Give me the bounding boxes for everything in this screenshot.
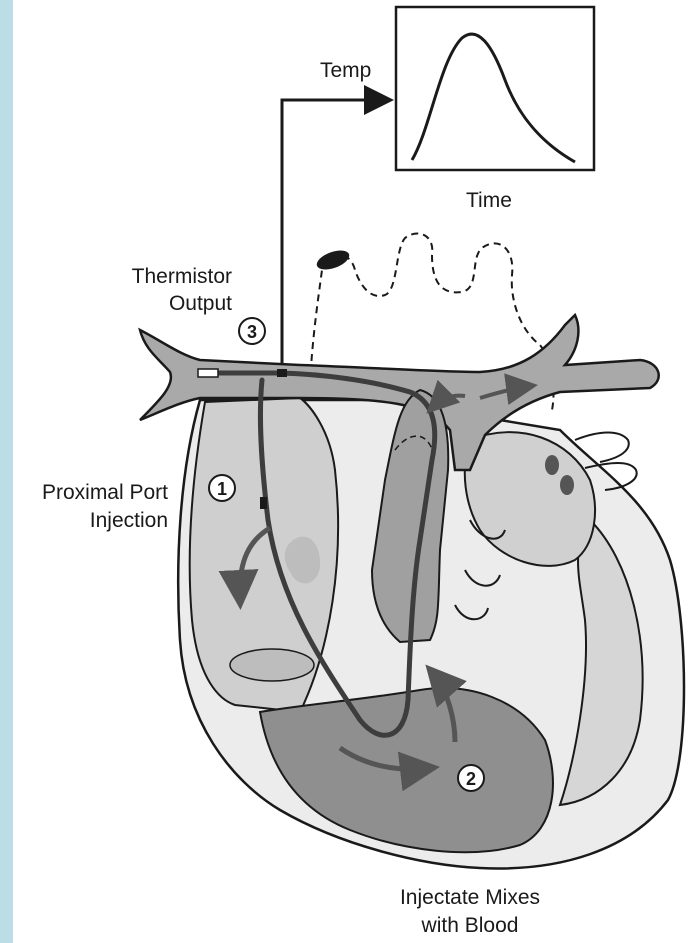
temp-axis-label: Temp	[320, 58, 371, 83]
marker-1-label: 1	[217, 479, 227, 499]
tricuspid-valve	[230, 649, 314, 681]
marker-2-label: 2	[466, 769, 476, 789]
thermistor-label-line1: Thermistor	[98, 264, 232, 289]
temperature-curve-graph	[396, 7, 594, 170]
thermistor-label-line2: Output	[98, 291, 232, 316]
injectate-label-line2: with Blood	[370, 913, 570, 938]
thermistor-sensor	[277, 369, 287, 377]
injectate-label-line1: Injectate Mixes	[370, 885, 570, 910]
catheter-tip	[198, 369, 218, 377]
thermistor-signal-line	[282, 100, 388, 378]
proximal-port-label-line2: Injection	[8, 508, 168, 533]
time-axis-label: Time	[466, 188, 512, 213]
pulmonary-vein-openings-2	[560, 475, 574, 495]
proximal-port	[260, 497, 267, 509]
pulmonary-vein-openings	[545, 455, 559, 475]
marker-2: 2	[458, 765, 484, 791]
marker-3: 3	[239, 318, 265, 344]
aortic-branch-opening	[314, 247, 351, 274]
graph-frame	[396, 7, 594, 170]
marker-3-label: 3	[247, 322, 257, 342]
marker-1: 1	[209, 475, 235, 501]
proximal-port-label-line1: Proximal Port	[8, 480, 168, 505]
